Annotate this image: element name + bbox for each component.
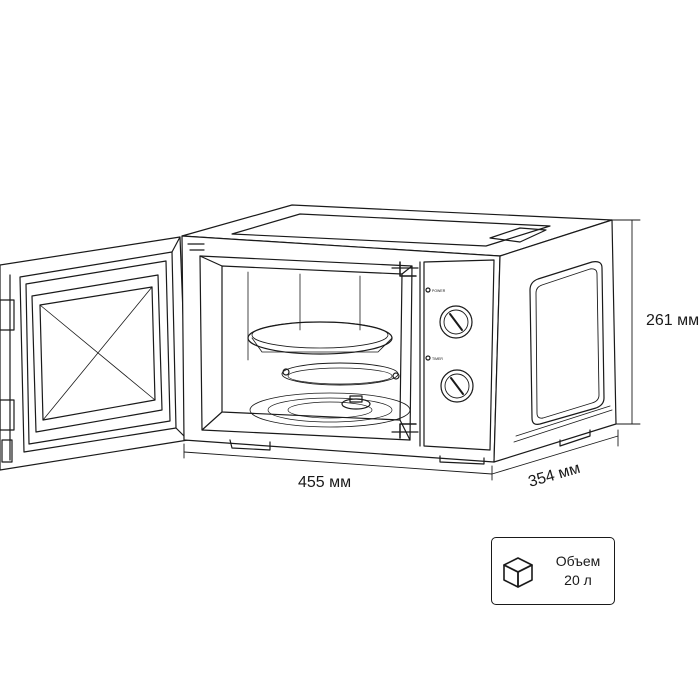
volume-value: 20 л <box>564 572 592 588</box>
timer-label: TIMER <box>432 357 443 361</box>
open-door <box>0 236 189 471</box>
cube-icon <box>503 557 533 588</box>
volume-badge: Объем 20 л <box>491 537 615 605</box>
depth-dimension-label: 354 мм <box>526 460 582 491</box>
dimension-lines <box>183 219 641 481</box>
height-dimension-label: 261 мм <box>646 312 699 329</box>
power-label: POWER <box>432 289 446 293</box>
volume-label: Объем <box>555 553 601 569</box>
width-dimension-label: 455 мм <box>298 474 351 491</box>
microwave-body <box>181 204 617 465</box>
